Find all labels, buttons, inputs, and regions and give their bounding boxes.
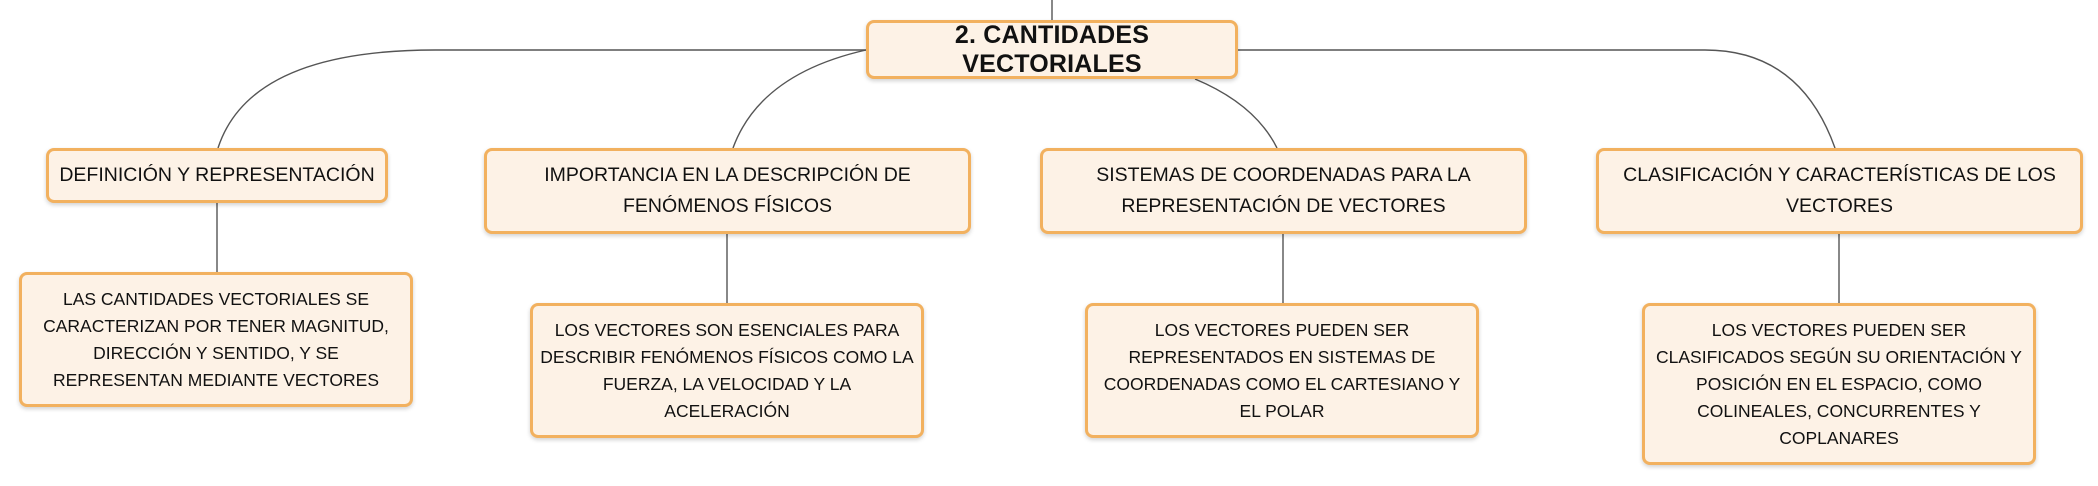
connector-root-to-importancia (732, 49, 867, 149)
subtopic-label: LOS VECTORES PUEDEN SER REPRESENTADOS EN… (1103, 319, 1461, 421)
topic-label: SISTEMAS DE COORDENADAS PARA LA REPRESEN… (1096, 164, 1471, 217)
topic-sistemas-coordenadas[interactable]: SISTEMAS DE COORDENADAS PARA LA REPRESEN… (1040, 148, 1527, 234)
connector-root-to-clasificacion (1238, 49, 1836, 149)
topic-clasificacion-caracteristicas[interactable]: CLASIFICACIÓN Y CARACTERÍSTICAS DE LOS V… (1596, 148, 2083, 234)
topic-label: DEFINICIÓN Y REPRESENTACIÓN (59, 164, 375, 186)
topic-definicion-representacion[interactable]: DEFINICIÓN Y REPRESENTACIÓN (46, 148, 388, 203)
topic-label: CLASIFICACIÓN Y CARACTERÍSTICAS DE LOS V… (1623, 164, 2056, 217)
connector-root-to-definicion (217, 49, 866, 149)
topic-label: IMPORTANCIA EN LA DESCRIPCIÓN DE FENÓMEN… (544, 164, 911, 217)
subtopic-label: LOS VECTORES PUEDEN SER CLASIFICADOS SEG… (1656, 319, 2022, 448)
subtopic-label: LAS CANTIDADES VECTORIALES SE CARACTERIZ… (43, 288, 389, 390)
root-topic-label: 2. CANTIDADES VECTORIALES (954, 20, 1150, 78)
subtopic-importancia-detail[interactable]: LOS VECTORES SON ESENCIALES PARA DESCRIB… (530, 303, 924, 438)
root-topic[interactable]: 2. CANTIDADES VECTORIALES (866, 20, 1238, 79)
topic-importancia-fenomenos[interactable]: IMPORTANCIA EN LA DESCRIPCIÓN DE FENÓMEN… (484, 148, 971, 234)
connector-root-to-sistemas (1194, 78, 1278, 149)
subtopic-clasificacion-detail[interactable]: LOS VECTORES PUEDEN SER CLASIFICADOS SEG… (1642, 303, 2036, 465)
subtopic-definicion-detail[interactable]: LAS CANTIDADES VECTORIALES SE CARACTERIZ… (19, 272, 413, 407)
subtopic-label: LOS VECTORES SON ESENCIALES PARA DESCRIB… (540, 319, 914, 421)
subtopic-sistemas-detail[interactable]: LOS VECTORES PUEDEN SER REPRESENTADOS EN… (1085, 303, 1479, 438)
